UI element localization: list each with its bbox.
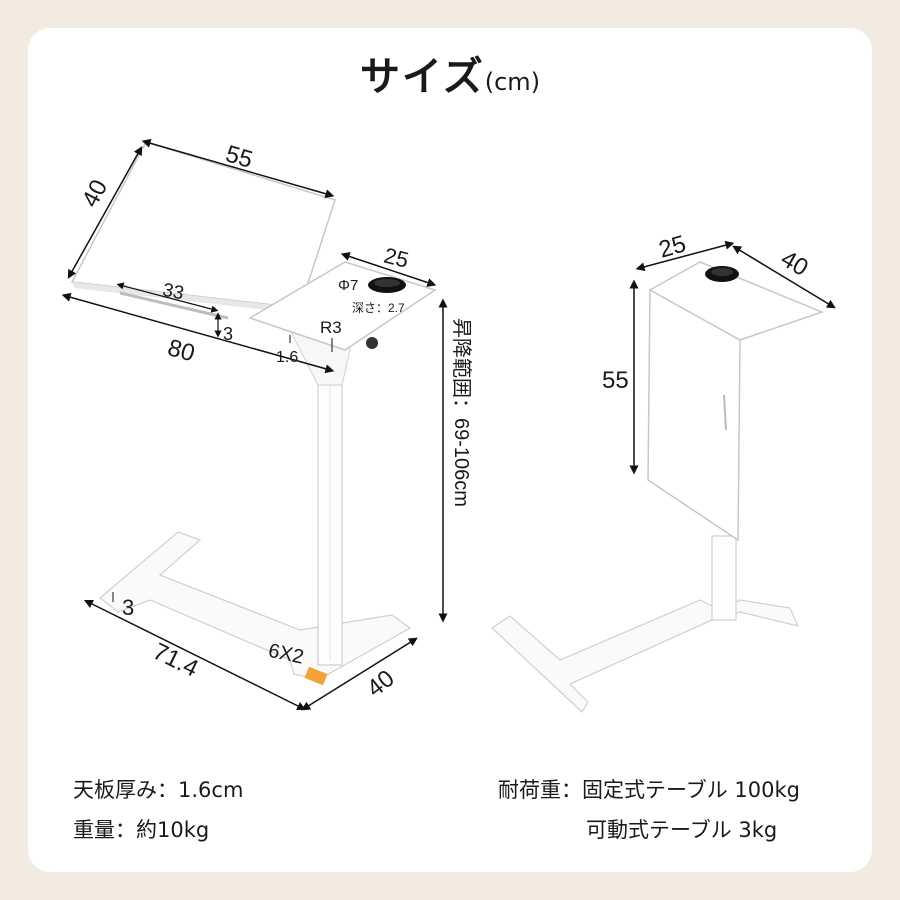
- dim-base-height: 3: [122, 595, 134, 620]
- right-pole: [711, 535, 737, 621]
- height-knob: [366, 337, 378, 349]
- dim-total-width: 80: [165, 334, 198, 367]
- title-main: サイズ: [359, 53, 485, 100]
- dim-corner-radius: R3: [320, 318, 342, 337]
- right-base: [491, 599, 800, 713]
- dim-base-width: 71.4: [149, 638, 203, 683]
- page-title: サイズ(cm): [0, 44, 900, 102]
- title-unit: (cm): [484, 68, 541, 96]
- dim-cup-depth: 深さ：2.7: [352, 301, 405, 315]
- dim-cup-diameter: Φ7: [338, 277, 358, 294]
- dim-height-range: 昇降範囲：69-106cm: [450, 318, 473, 507]
- left-main-top: [70, 141, 336, 309]
- dim-ledge-length: 33: [161, 280, 186, 305]
- dim-tray-width: 25: [381, 243, 411, 273]
- dim-right-folded-height: 55: [602, 367, 629, 394]
- spec-thickness: 天板厚み：1.6cm: [73, 778, 244, 802]
- spec-load-fixed: 耐荷重：固定式テーブル 100kg: [498, 778, 800, 802]
- spec-weight: 重量：約10kg: [73, 818, 210, 842]
- dim-base-depth: 40: [362, 665, 400, 703]
- right-table-illustration: [491, 261, 825, 713]
- left-base: [99, 531, 412, 681]
- dim-right-tray-width: 25: [656, 230, 689, 263]
- spec-load-movable: 可動式テーブル 3kg: [586, 818, 778, 842]
- dim-thickness: 1.6: [276, 349, 298, 366]
